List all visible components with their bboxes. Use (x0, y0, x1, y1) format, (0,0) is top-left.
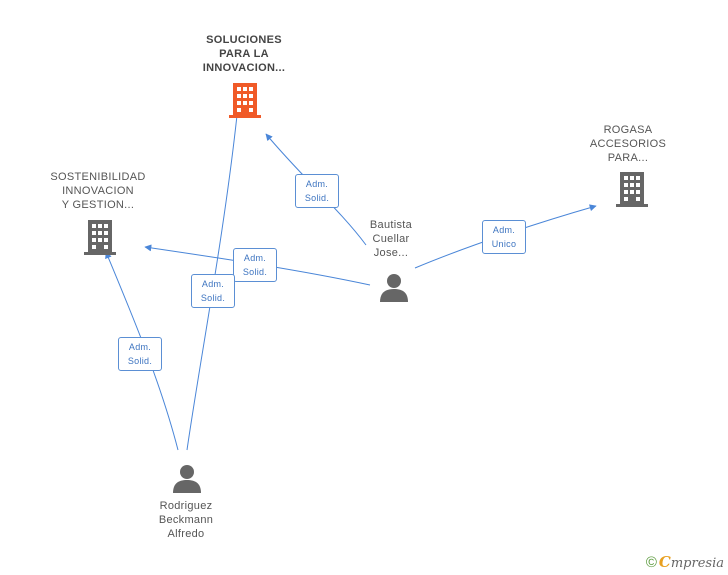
edge-label-bautista-rogasa[interactable]: Adm. Unico (482, 220, 526, 254)
company-sostenibilidad-label[interactable]: SOSTENIBILIDAD INNOVACION Y GESTION... (50, 171, 146, 211)
company-rogasa-label[interactable]: ROGASA ACCESORIOS PARA... (589, 124, 667, 164)
company-soluciones-label[interactable]: SOLUCIONES PARA LA INNOVACION... (202, 34, 286, 74)
brand-footer[interactable]: ©Cmpresia (646, 553, 724, 571)
brand-logo: Cmpresia (658, 553, 724, 571)
edge-label-rodriguez-soluciones[interactable]: Adm. Solid. (191, 274, 235, 308)
person-icon[interactable] (172, 463, 202, 493)
copyright-symbol: © (645, 554, 657, 571)
edge-label-rodriguez-sostenibilidad[interactable]: Adm. Solid. (118, 337, 162, 371)
person-icon[interactable] (379, 272, 409, 302)
building-icon[interactable] (84, 220, 116, 256)
edge-label-bautista-soluciones[interactable]: Adm. Solid. (295, 174, 339, 208)
edge-label-bautista-sostenibilidad[interactable]: Adm. Solid. (233, 248, 277, 282)
person-bautista-label[interactable]: Bautista Cuellar Jose... (369, 219, 413, 259)
person-rodriguez-label[interactable]: Rodriguez Beckmann Alfredo (158, 500, 214, 540)
building-icon[interactable] (616, 172, 648, 208)
building-icon[interactable] (229, 83, 261, 119)
